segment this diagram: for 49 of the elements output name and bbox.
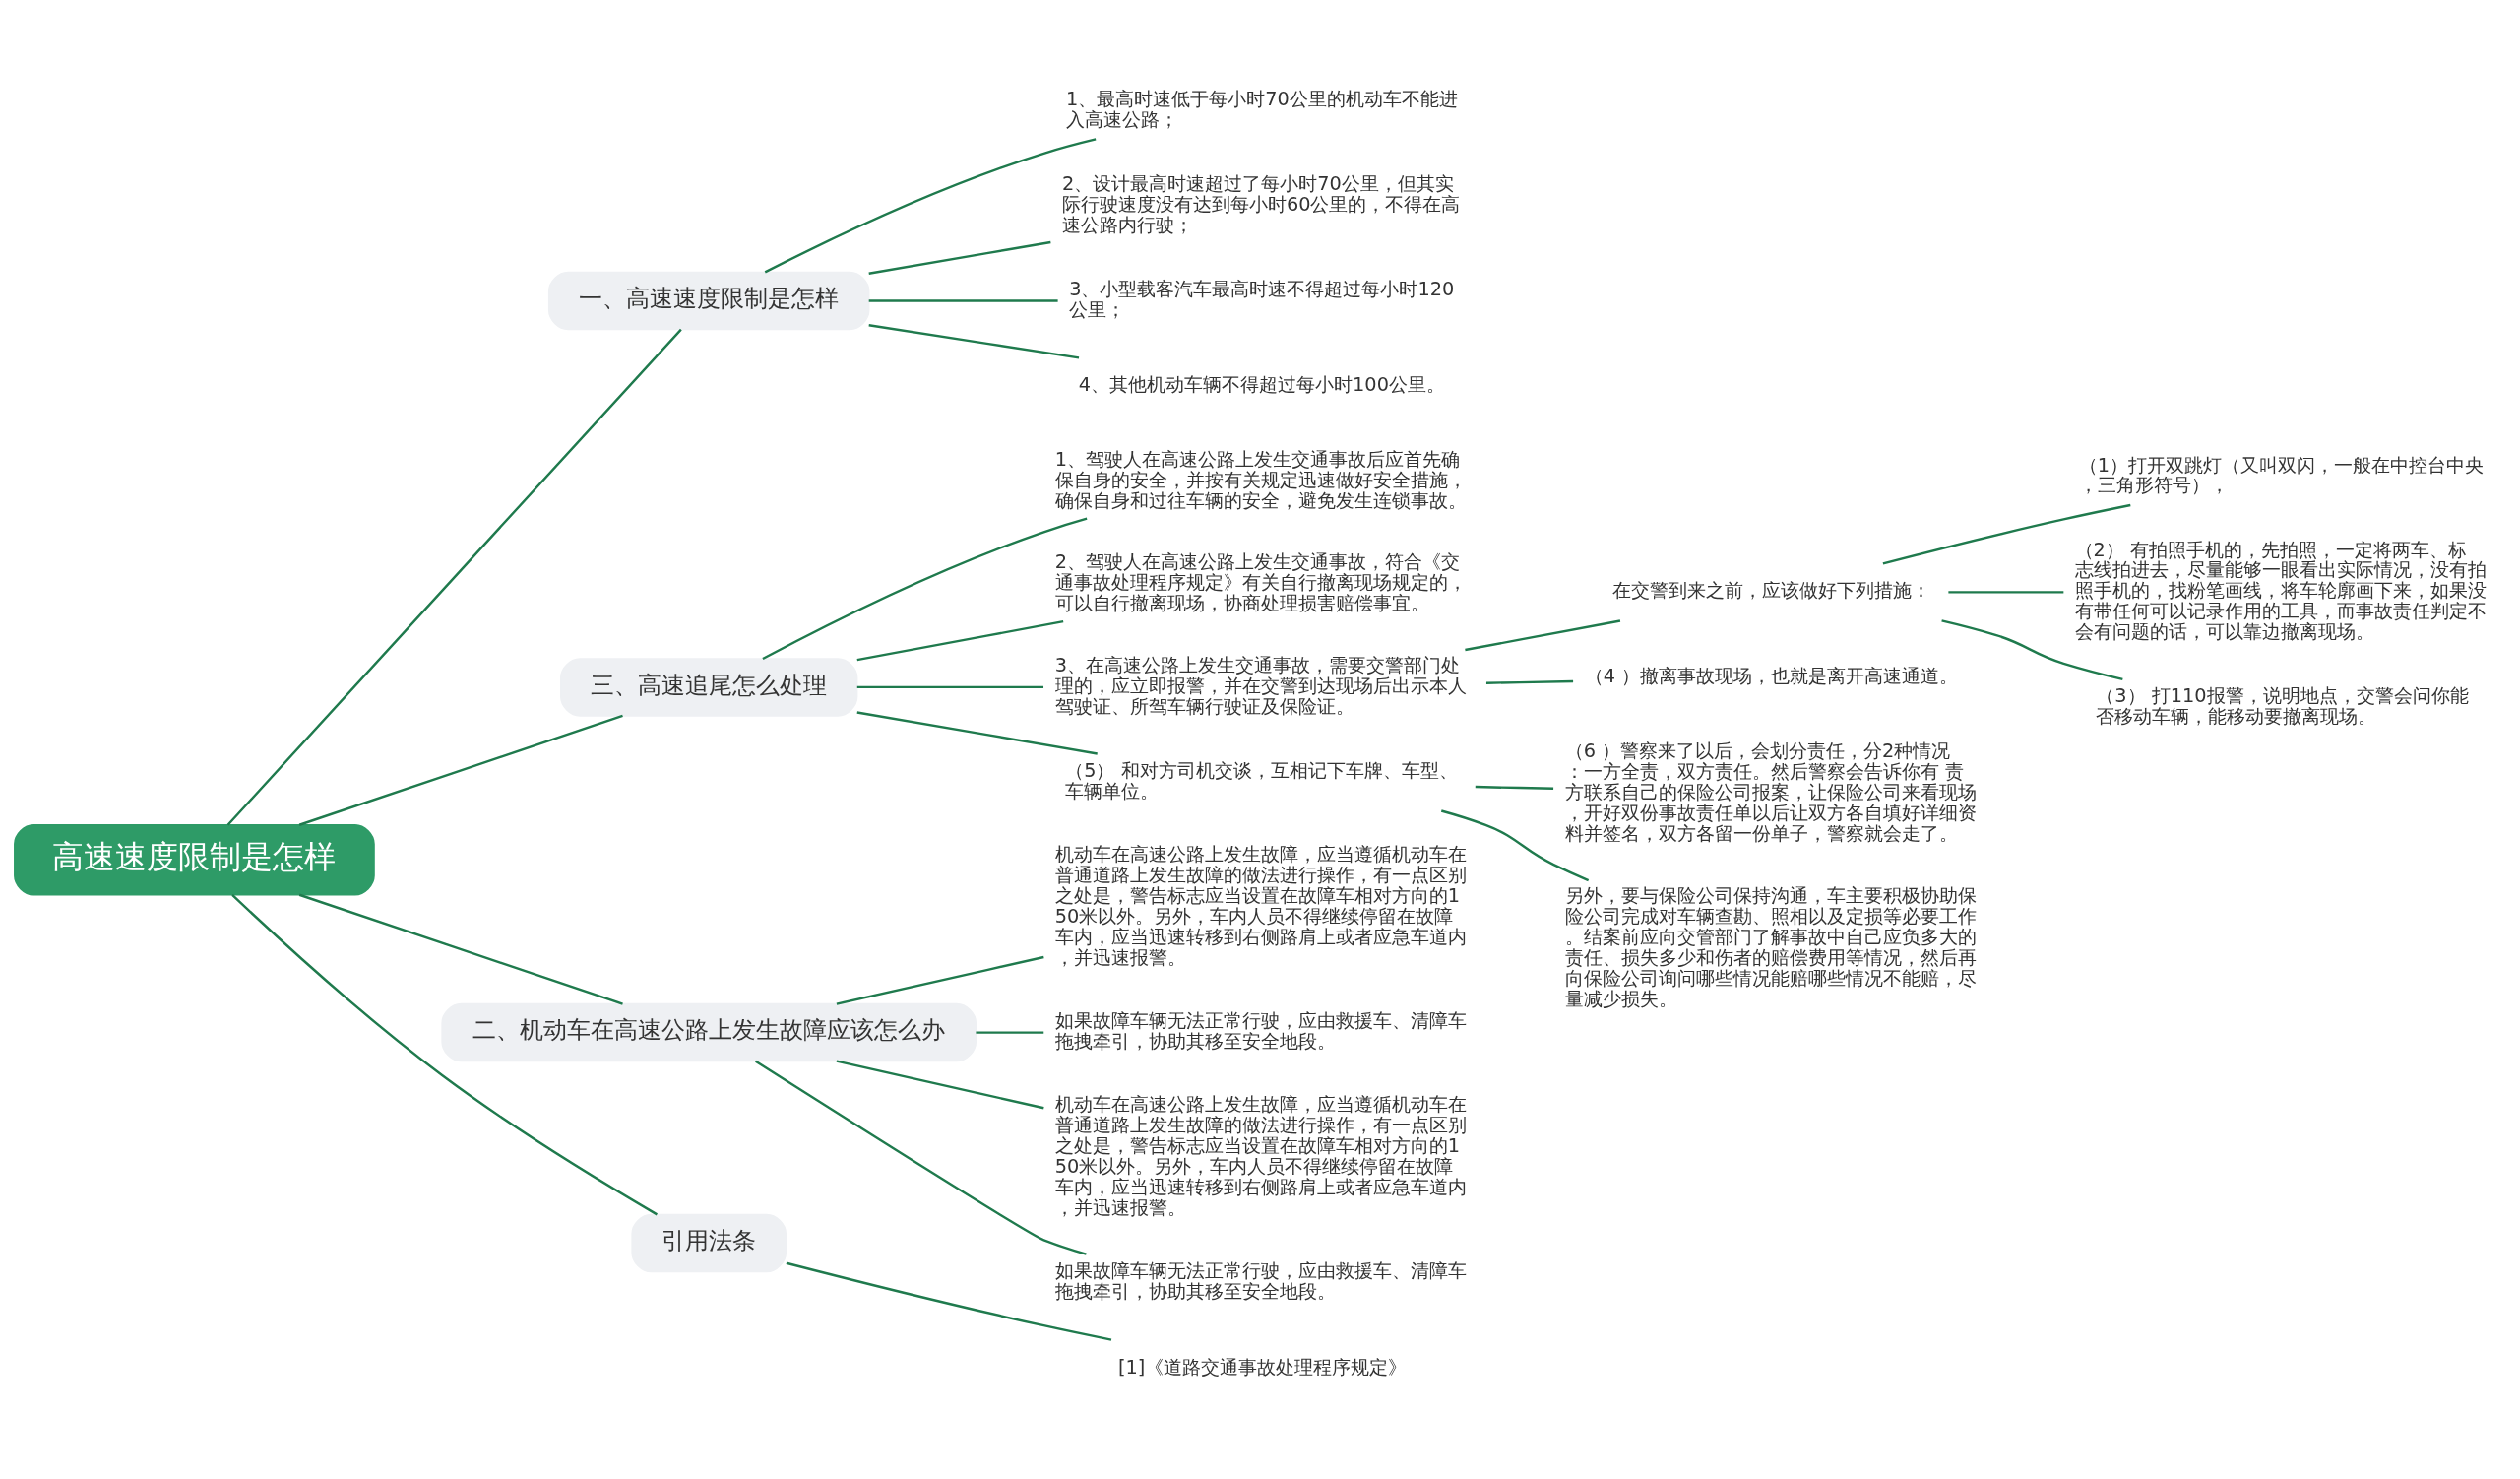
connector [856,620,1064,662]
connector [762,517,1088,660]
connector [856,711,1098,755]
connector [786,1261,1112,1341]
connector [298,714,623,826]
node-text: 如果故障车辆无法正常行驶，应由救援车、清障车拖拽牵引，协助其移至安全地段。 [1054,1009,1467,1054]
node-text: 3、在高速公路上发生交通事故，需要交警部门处理的，应立即报警，并在交警到达现场后出示本人驾驶证、所驾车辆行驶证及保险证。 [1054,653,1467,718]
connector [231,894,658,1216]
connector [1465,619,1621,652]
node-text: 3、小型载客汽车最高时速不得超过每小时120公里； [1069,277,1455,321]
node-box: 引用法条 [631,1213,788,1273]
node-text: [1]《道路交通事故处理程序规定》 [1118,1355,1408,1379]
node-text: （1）打开双跳灯（又叫双闪，一般在中控台中央，三角形符号）， [2078,453,2484,497]
connector [755,1060,1087,1255]
node-text: 机动车在高速公路上发生故障，应当遵循机动车在普通道路上发生故障的做法进行操作，有一点区别之处是，警告标志应当设置在故障车相对方向的150米以外。另外，车内人员不得继续停留在故障车内，应当迅速转移到右侧路肩上或者应急车道内，并迅速报警。 [1054,1093,1467,1219]
node-text: 2、驾驶人在高速公路上发生交通事故，符合《交通事故处理程序规定》有关自行撤离现场规定的，可以自行撤离现场，协商处理损害赔偿事宜。 [1054,550,1467,615]
node-text: 机动车在高速公路上发生故障，应当遵循机动车在普通道路上发生故障的做法进行操作，有一点区别之处是，警告标志应当设置在故障车相对方向的150米以外。另外，车内人员不得继续停留在故障车内，应当迅速转移到右侧路肩上或者应急车道内，并迅速报警。 [1054,843,1467,969]
connector [1948,591,2064,594]
node-text: 1、驾驶人在高速公路上发生交通事故后应首先确保自身的安全，并按有关规定迅速做好安全措施，确保自身和过往车辆的安全，避免发生连锁事故。 [1054,447,1467,512]
connector [868,324,1080,359]
connector [836,1060,1044,1110]
connector [856,685,1044,689]
node-text: 4、其他机动车辆不得超过每小时100公里。 [1078,373,1445,397]
node-text: （5） 和对方司机交谈，互相记下车牌、车型、车辆单位。 [1065,758,1458,803]
node-box: 高速速度限制是怎样 [14,824,375,896]
node-box: 一、高速速度限制是怎样 [547,271,870,331]
connector [1882,503,2131,565]
node-text: 如果故障车辆无法正常行驶，应由救援车、清障车拖拽牵引，协助其移至安全地段。 [1054,1259,1467,1304]
node-box: 三、高速追尾怎么处理 [560,658,858,717]
connector [226,328,682,826]
node-text: （6 ）警察来了以后，会划分责任，分2种情况：一方全责，双方责任。然后警察会告诉你有 责方联系自己的保险公司报案，让保险公司来看现场，开好双份事故责任单以后让双方各自填好详细资料并签名，双方各留一份单子，警察就会走了。 [1564,739,1977,845]
node-text: （2） 有拍照手机的，先拍照，一定将两车、标志线拍进去，尽量能够一眼看出实际情况，没有拍照手机的，找粉笔画线，将车轮廓画下来，如果没有带任何可以记录作用的工具，而事故责任判定不会有问题的话，可以靠边撤离现场。 [2074,538,2487,644]
connector [868,240,1051,275]
connector [1941,619,2123,680]
node-text: 1、最高时速低于每小时70公里的机动车不能进入高速公路； [1065,87,1458,131]
node-text: 另外，要与保险公司保持沟通，车主要积极协助保险公司完成对车辆查勘、照相以及定损等必要工作。结案前应向交管部门了解事故中自己应负多大的责任、损失多少和伤者的赔偿费用等情况，然后再向保险公司询问哪些情况能赔哪些情况不能赔，尽量减少损失。 [1564,884,1977,1010]
connector [1440,809,1590,882]
connector [868,299,1058,302]
node-text: 在交警到来之前，应该做好下列措施： [1611,579,1930,603]
connector [764,138,1097,274]
node-box: 二、机动车在高速公路上发生故障应该怎么办 [441,1002,977,1062]
connector [976,1031,1044,1034]
connector [298,893,623,1005]
connector [836,955,1044,1005]
connector [1485,679,1574,684]
node-text: 2、设计最高时速超过了每小时70公里，但其实际行驶速度没有达到每小时60公里的，不得在高速公路内行驶； [1061,171,1461,236]
node-text: （4 ）撤离事故现场，也就是离开高速通道。 [1584,665,1959,688]
connector [1475,785,1554,791]
node-text: （3） 打110报警，说明地点，交警会问你能否移动车辆，能移动要撤离现场。 [2096,684,2469,729]
